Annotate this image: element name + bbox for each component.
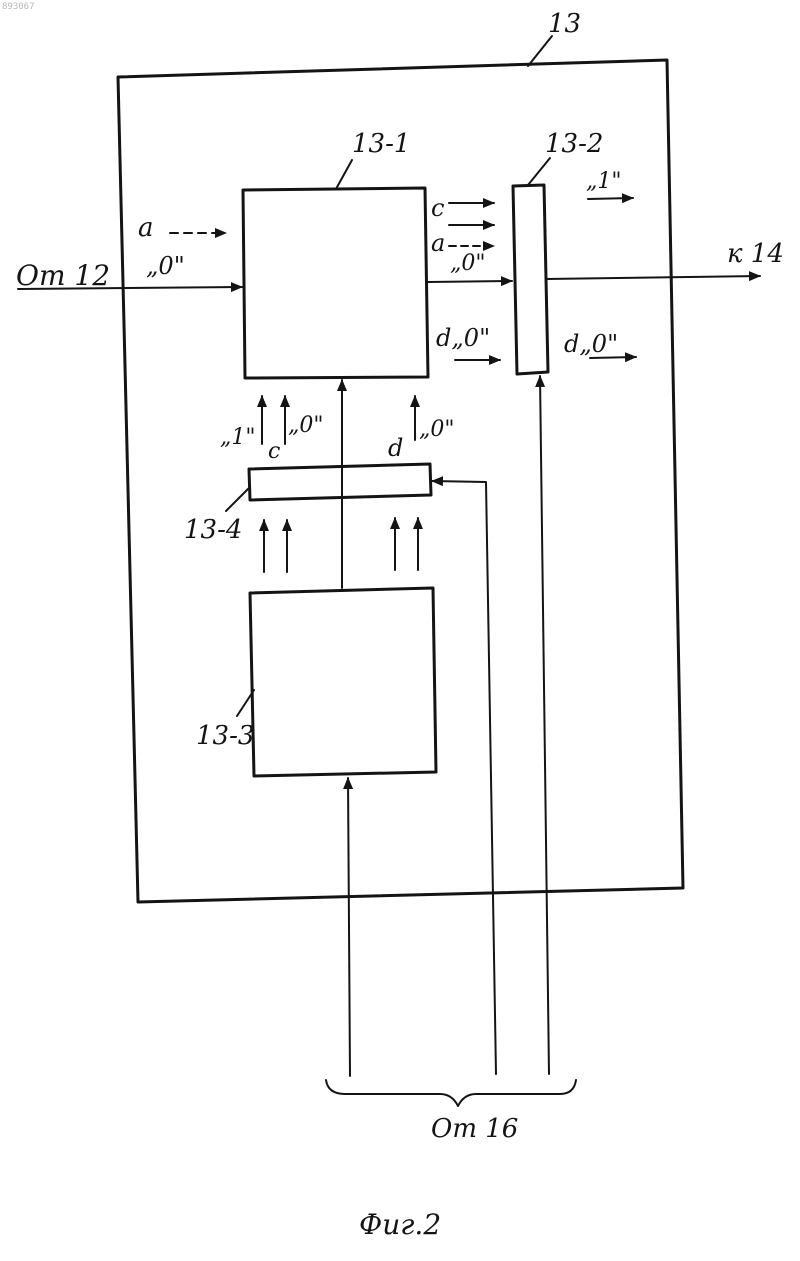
label-zero-in: „0" (146, 252, 185, 280)
block-13-3-label: 13-3 (196, 721, 254, 751)
label-d-zero-right: d„0" (564, 330, 618, 358)
block-13-1-leader (336, 160, 352, 189)
figure-caption: Фиг.2 (359, 1208, 441, 1241)
block-13-3 (250, 588, 436, 776)
label-d-zero-left: d„0" (436, 324, 490, 352)
outer-block-13-label: 13 (548, 9, 581, 39)
block-13-4-label: 13-4 (184, 515, 242, 545)
arrow-16-to-13-4 (432, 481, 496, 1074)
label-zero-mid: „0" (450, 251, 486, 276)
arrow-16-to-13-2 (540, 376, 549, 1074)
arrow-d-right (590, 357, 636, 358)
label-c-mid: c (431, 194, 444, 222)
label-a-input: a (138, 213, 154, 243)
block-13-2 (513, 185, 548, 374)
label-a-mid: a (431, 229, 445, 257)
label-zero-below: „0" (288, 413, 324, 438)
label-from-12: От 12 (16, 259, 110, 292)
block-13-1 (243, 188, 428, 378)
brace-from-16 (326, 1080, 576, 1106)
label-zero-d-below: „0" (419, 417, 455, 442)
block-13-2-label: 13-2 (545, 129, 603, 159)
arrow-to-14 (546, 276, 760, 279)
label-one-below: „1" (220, 425, 256, 450)
label-one-right: „1" (586, 169, 622, 194)
label-to-14: к 14 (727, 239, 784, 269)
block-13-4 (249, 464, 431, 500)
page-corner-mark: 893067 (2, 2, 35, 12)
arrow-13-1-to-13-2 (428, 281, 512, 282)
block-13-4-leader (226, 488, 249, 511)
label-c-below: c (268, 439, 280, 464)
outer-block-13-leader (528, 36, 552, 66)
block-13-2-leader (528, 158, 550, 185)
label-d-below: d (388, 434, 403, 462)
arrow-one-right (588, 198, 633, 199)
arrow-16-to-13-3 (348, 778, 350, 1076)
label-from-16: От 16 (431, 1114, 518, 1144)
block-13-1-label: 13-1 (352, 129, 410, 159)
